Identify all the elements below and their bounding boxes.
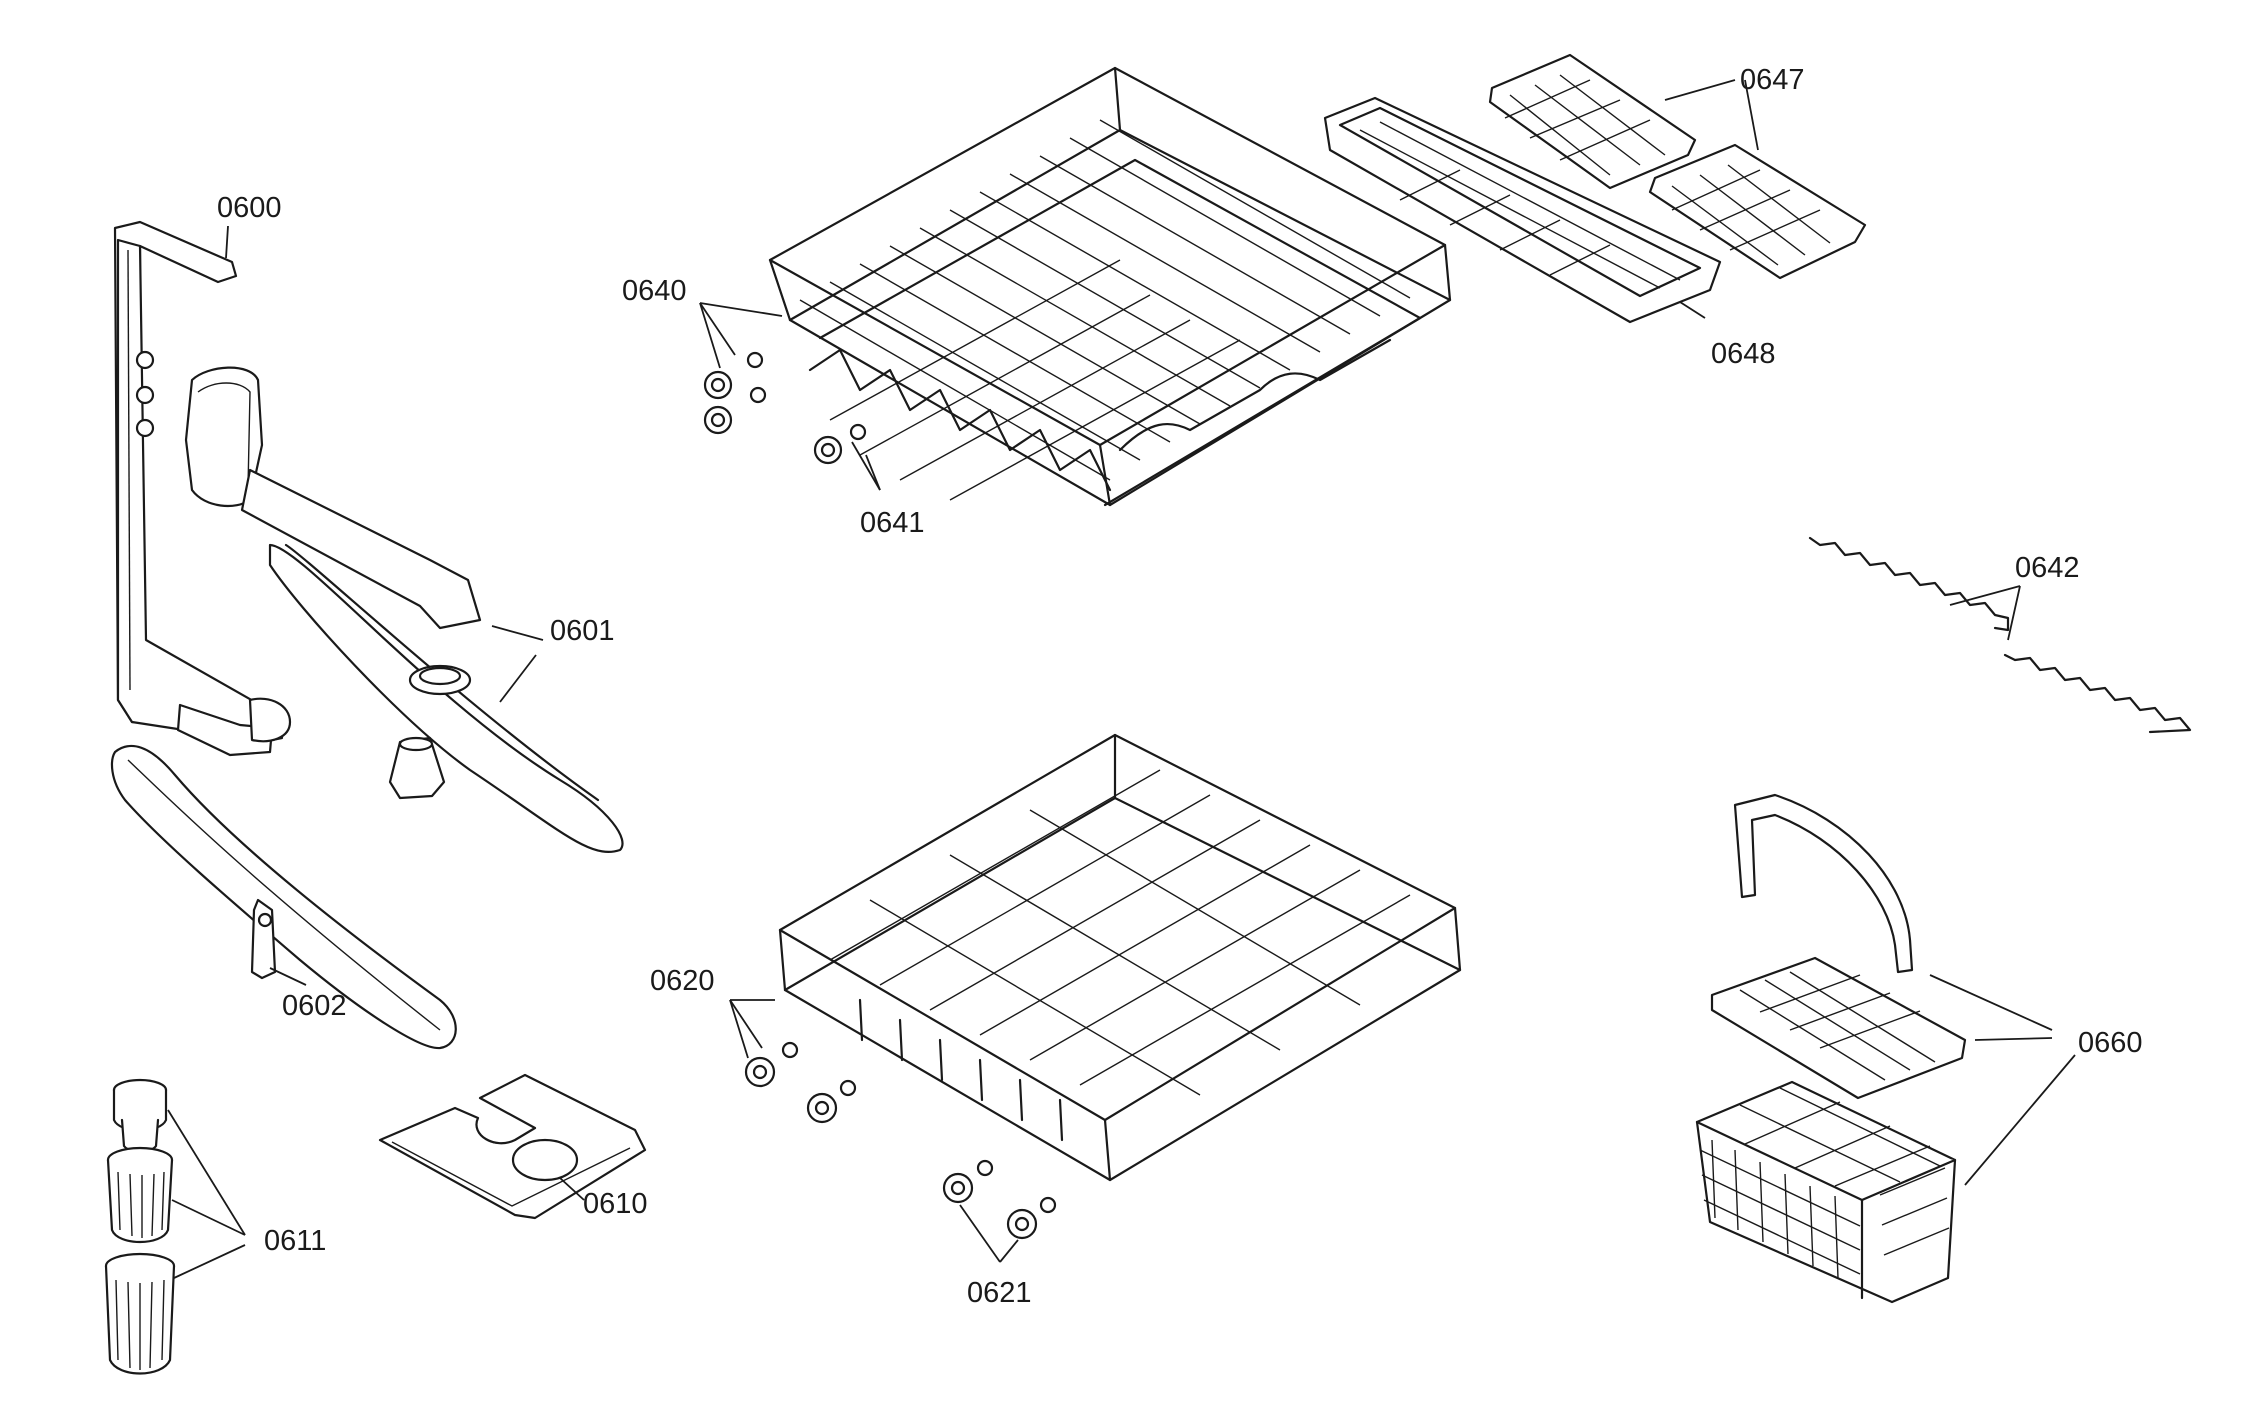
leader-lines xyxy=(167,79,2076,1279)
part-labels: 0600 0601 0602 0610 0611 0620 0621 0640 … xyxy=(217,64,2143,1309)
label-0602: 0602 xyxy=(282,990,347,1022)
label-0660: 0660 xyxy=(2078,1027,2143,1059)
part-0621-rack-wheels xyxy=(942,1159,1057,1240)
part-0600-supply-pipe xyxy=(113,220,292,757)
label-0621: 0621 xyxy=(967,1277,1032,1309)
part-0620-rack-wheels xyxy=(744,1041,857,1124)
label-0647: 0647 xyxy=(1740,64,1805,96)
part-0610-filter-plate xyxy=(378,1073,647,1220)
part-0648-shelf-tray xyxy=(1323,96,1722,324)
part-0602-lower-spray-arm xyxy=(110,744,457,1050)
label-0648: 0648 xyxy=(1711,338,1776,370)
part-0641-rack-rollers xyxy=(813,423,867,465)
part-0611-filter-set xyxy=(104,1078,176,1375)
label-0641: 0641 xyxy=(860,507,925,539)
part-0660-cutlery-basket xyxy=(1695,793,1967,1304)
part-lower-rack xyxy=(778,733,1462,1182)
label-0640: 0640 xyxy=(622,275,687,307)
part-0640-rack-rollers xyxy=(703,351,767,435)
part-0642-tine-rows xyxy=(1808,536,2192,734)
part-0601-upper-spray-arm xyxy=(184,366,624,853)
label-0610: 0610 xyxy=(583,1188,648,1220)
label-0611: 0611 xyxy=(264,1225,326,1257)
part-0647-cup-shelves xyxy=(1488,53,1867,280)
part-upper-rack xyxy=(768,66,1452,507)
label-0642: 0642 xyxy=(2015,552,2080,584)
label-0600: 0600 xyxy=(217,192,282,224)
label-0601: 0601 xyxy=(550,615,615,647)
label-0620: 0620 xyxy=(650,965,715,997)
